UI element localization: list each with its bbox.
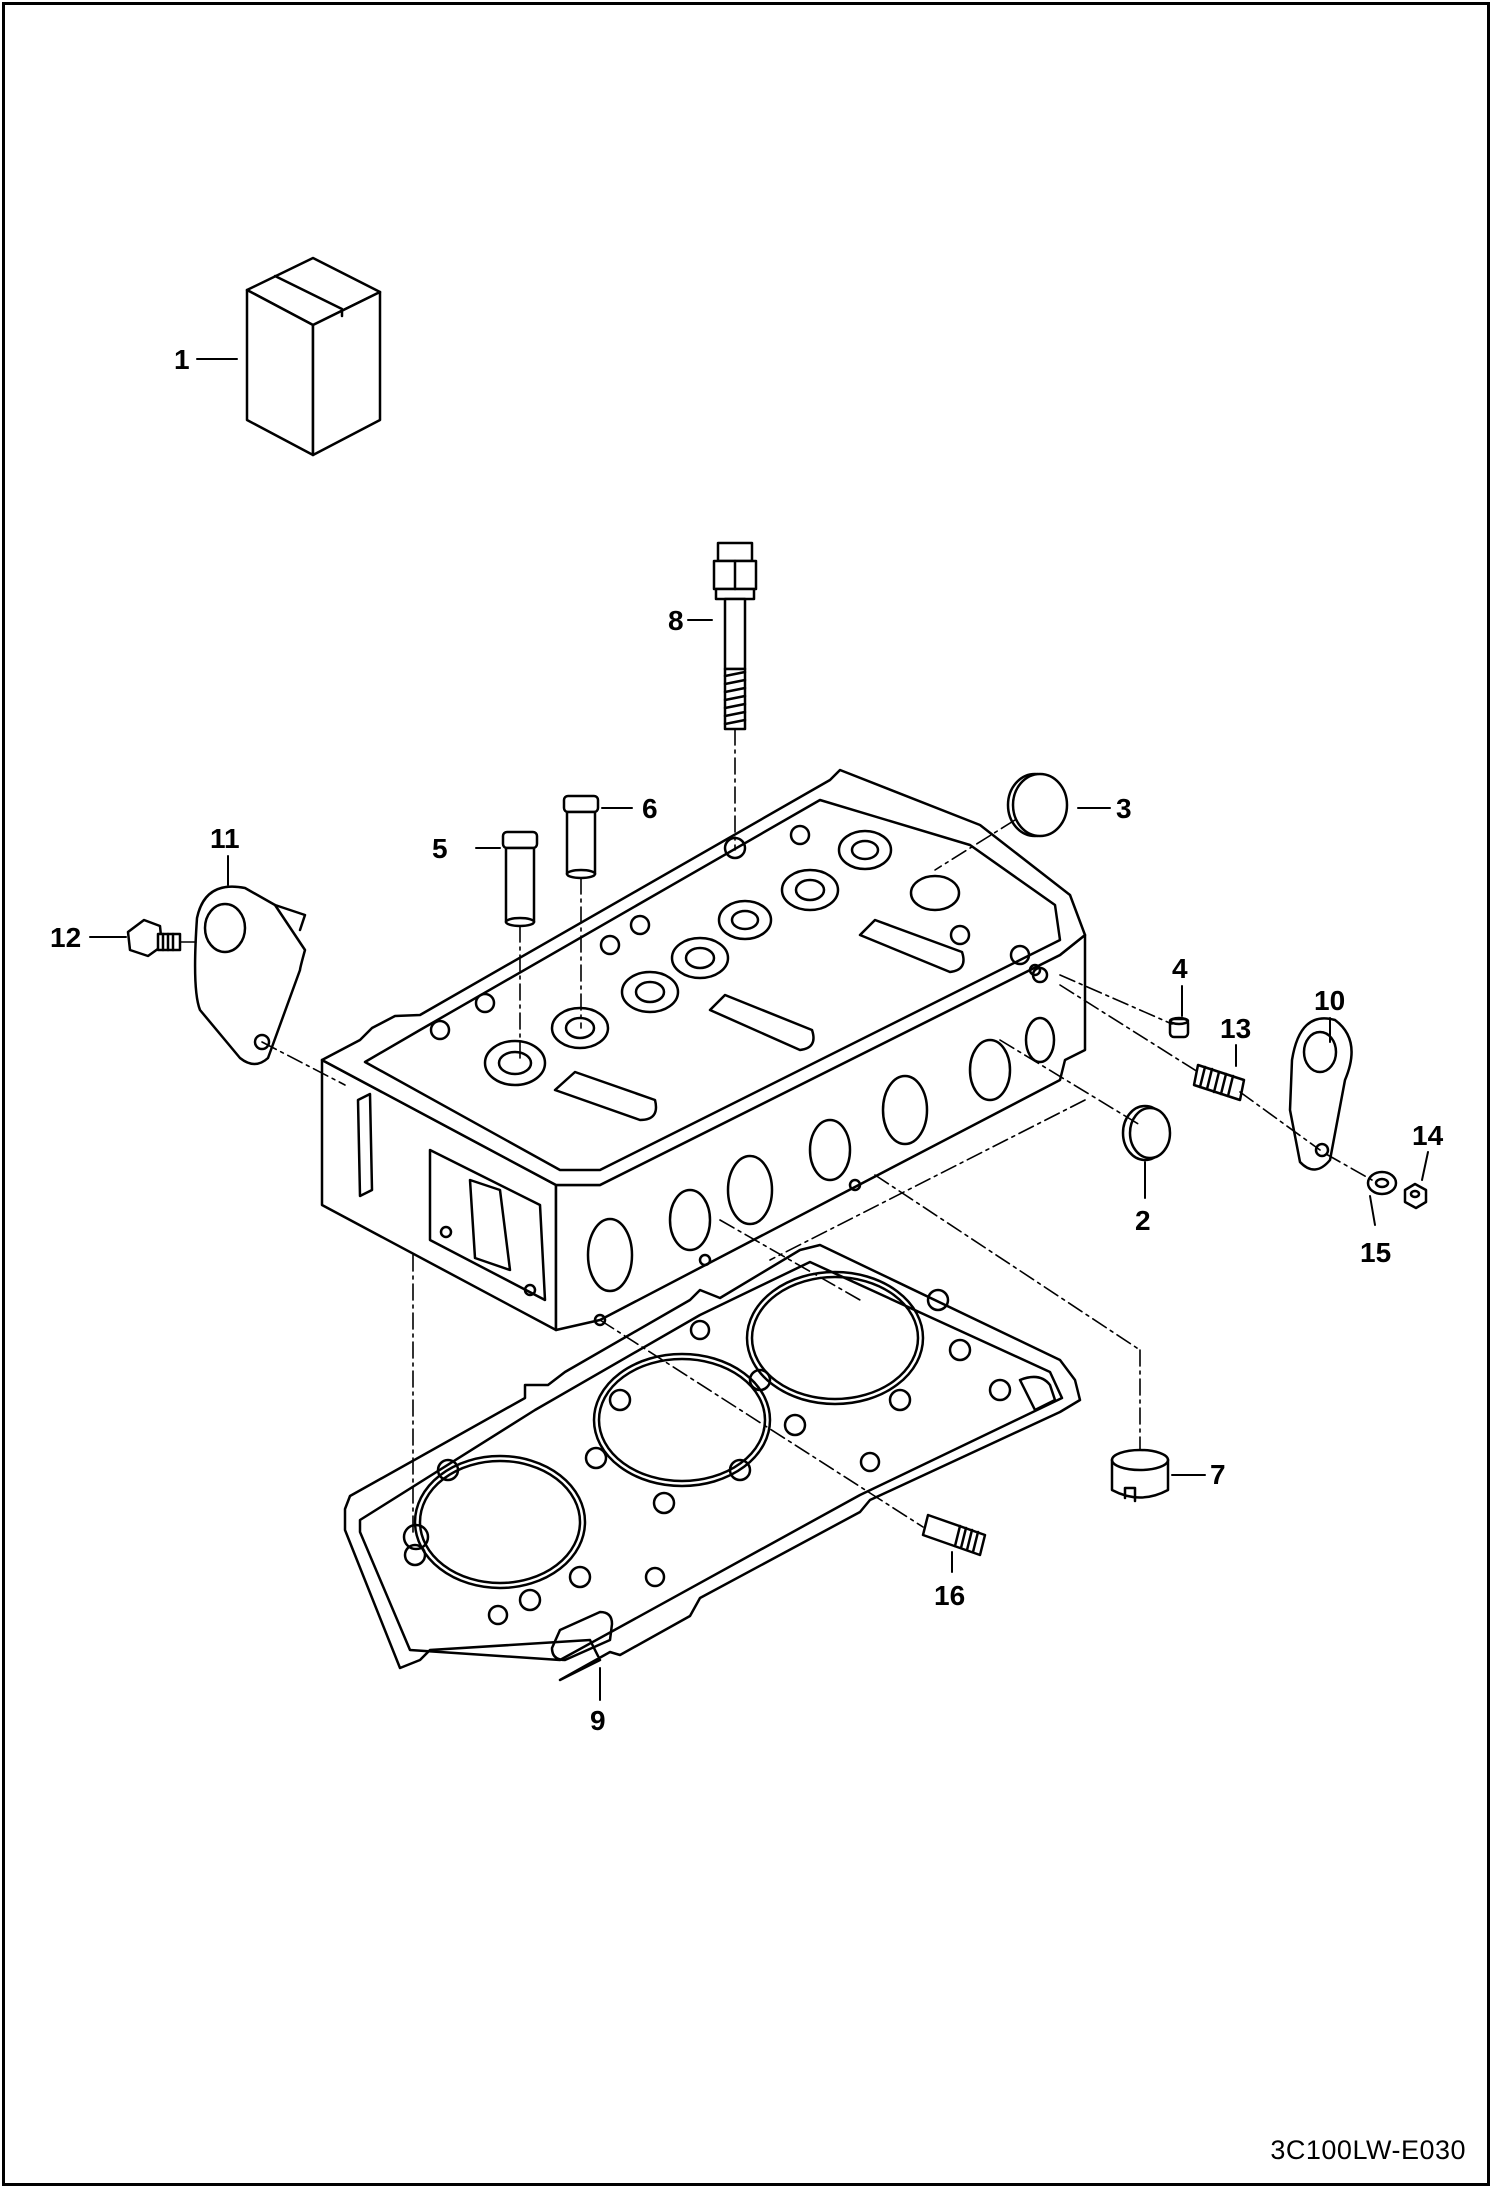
figure-code: 3C100LW-E030 bbox=[1270, 2135, 1466, 2165]
callout-13: 13 bbox=[1220, 1013, 1251, 1044]
callout-10: 10 bbox=[1314, 985, 1345, 1016]
part-2-seal bbox=[1121, 1104, 1172, 1162]
callout-11: 11 bbox=[210, 823, 240, 854]
callout-9: 9 bbox=[590, 1705, 606, 1736]
part-4-plug bbox=[1168, 1016, 1190, 1039]
part-10-bracket bbox=[1288, 1017, 1353, 1171]
callout-3: 3 bbox=[1116, 793, 1132, 824]
part-16-stud bbox=[921, 1513, 987, 1557]
callout-15: 15 bbox=[1360, 1237, 1391, 1268]
callout-1: 1 bbox=[174, 344, 190, 375]
callout-16: 16 bbox=[934, 1580, 965, 1611]
part-3-plug bbox=[1006, 772, 1069, 838]
callout-leaders bbox=[89, 358, 1429, 1701]
part-11-lifting-bracket bbox=[193, 885, 307, 1066]
callout-labels: 1 2 3 4 5 6 7 8 9 10 11 12 13 14 15 16 bbox=[50, 344, 1444, 1736]
callout-14: 14 bbox=[1412, 1120, 1444, 1151]
part-5-valve-guide bbox=[501, 830, 539, 928]
callout-12: 12 bbox=[50, 922, 81, 953]
callout-8: 8 bbox=[668, 605, 684, 636]
part-14-nut bbox=[1403, 1182, 1428, 1210]
part-12-bolt bbox=[126, 918, 182, 958]
callout-7: 7 bbox=[1210, 1459, 1226, 1490]
callout-2: 2 bbox=[1135, 1205, 1151, 1236]
part-8-head-bolt bbox=[712, 541, 758, 731]
part-9-head-gasket bbox=[343, 1243, 1082, 1682]
part-7-sleeve bbox=[1110, 1448, 1170, 1503]
callout-6: 6 bbox=[642, 793, 658, 824]
part-15-washer bbox=[1366, 1170, 1398, 1196]
part-1-kit-box bbox=[245, 256, 382, 457]
part-cylinder-head bbox=[320, 768, 1087, 1332]
callout-4: 4 bbox=[1172, 953, 1188, 984]
part-13-stud bbox=[1192, 1063, 1246, 1102]
assembly-lines bbox=[179, 728, 1373, 1538]
part-6-valve-guide bbox=[562, 794, 600, 880]
callout-5: 5 bbox=[432, 833, 448, 864]
